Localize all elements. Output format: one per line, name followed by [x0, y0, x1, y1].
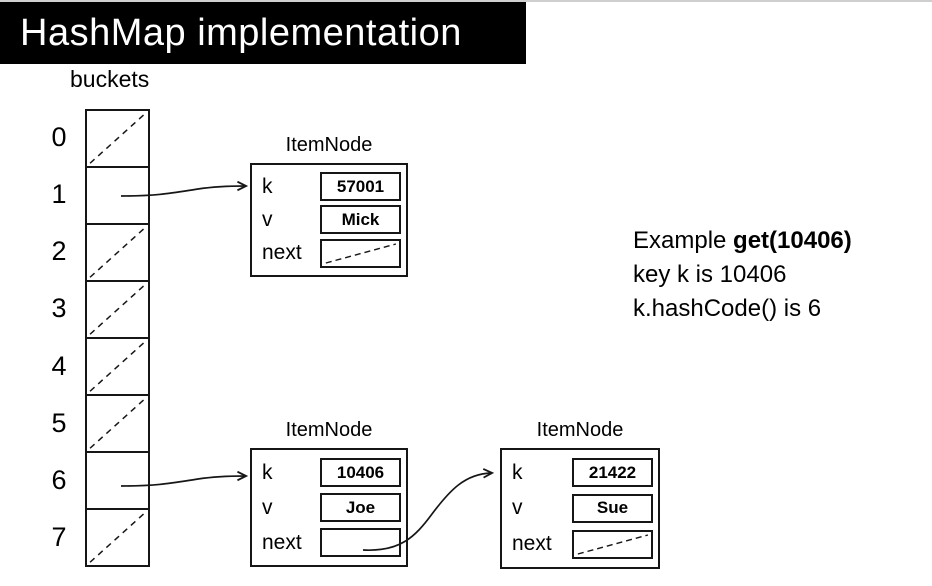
itemnode-2: ItemNode k 21422 v Sue next [500, 419, 660, 569]
itemnode-2-next-label: next [512, 532, 552, 556]
null-diagonal-icon [577, 533, 649, 555]
example-line1-call: get(10406) [733, 227, 852, 254]
itemnode-0-next-row: next [262, 238, 401, 268]
itemnode-1: ItemNode k 10406 v Joe next [250, 419, 408, 567]
itemnode-1-box: k 10406 v Joe next [250, 448, 408, 567]
example-line-1: Example get(10406) [633, 224, 852, 258]
itemnode-1-next-label: next [262, 530, 302, 554]
itemnode-2-k-value: 21422 [588, 462, 637, 482]
itemnode-1-title: ItemNode [285, 419, 373, 441]
itemnode-1-k-box: 10406 [320, 458, 401, 487]
example-line1-prefix: Example [633, 227, 734, 254]
itemnode-1-v-label: v [262, 495, 273, 519]
itemnode-2-v-label: v [512, 496, 523, 520]
itemnode-1-v-box: Joe [320, 493, 401, 522]
itemnode-2-v-box: Sue [572, 493, 653, 523]
bucket-array [85, 109, 150, 567]
itemnode-0-next-label: next [262, 241, 302, 265]
bucket-cell-0 [87, 111, 148, 168]
bucket-cell-4 [87, 339, 148, 396]
itemnode-0-v-box: Mick [320, 205, 401, 235]
itemnode-2-title: ItemNode [536, 419, 624, 441]
itemnode-2-k-box: 21422 [572, 458, 653, 488]
bucket-index-0: 0 [51, 122, 67, 152]
null-diagonal-icon [89, 398, 146, 449]
bucket-cell-6 [87, 453, 148, 510]
itemnode-2-k-label: k [512, 460, 523, 484]
itemnode-0: ItemNode k 57001 v Mick next [250, 134, 408, 277]
itemnode-2-next-box [572, 529, 653, 559]
null-diagonal-icon [89, 341, 146, 392]
itemnode-2-v-value: Sue [596, 498, 629, 518]
itemnode-1-k-row: k 10406 [262, 458, 401, 487]
buckets-label: buckets [70, 66, 150, 92]
itemnode-1-v-value: Joe [345, 497, 376, 517]
bucket-index-7: 7 [51, 522, 67, 552]
example-text: Example get(10406) key k is 10406 k.hash… [633, 224, 852, 326]
itemnode-0-k-row: k 57001 [262, 172, 401, 202]
itemnode-0-box: k 57001 v Mick next [250, 163, 408, 277]
itemnode-1-v-row: v Joe [262, 493, 401, 522]
bucket-index-2: 2 [51, 236, 67, 266]
bucket-cell-1 [87, 168, 148, 225]
example-line-2: key k is 10406 [633, 261, 787, 288]
null-diagonal-icon [89, 284, 146, 335]
itemnode-2-next-row: next [512, 529, 653, 559]
null-diagonal-icon [89, 227, 146, 278]
bucket-cell-3 [87, 282, 148, 339]
itemnode-2-k-row: k 21422 [512, 458, 653, 488]
null-diagonal-icon [325, 243, 397, 264]
bucket-cell-2 [87, 225, 148, 282]
null-diagonal-icon [89, 512, 146, 563]
example-line-3: k.hashCode() is 6 [633, 295, 822, 322]
itemnode-0-next-box [320, 238, 401, 268]
itemnode-0-v-value: Mick [341, 209, 380, 229]
itemnode-1-k-label: k [262, 460, 273, 484]
itemnode-2-box: k 21422 v Sue next [500, 448, 660, 569]
itemnode-0-k-box: 57001 [320, 172, 401, 202]
bucket-index-6: 6 [51, 465, 67, 495]
null-diagonal-icon [89, 113, 146, 164]
itemnode-1-next-row: next [262, 528, 401, 557]
itemnode-0-k-label: k [262, 174, 273, 198]
bucket-index-1: 1 [51, 179, 67, 209]
bucket-index-3: 3 [51, 293, 67, 323]
bucket-cell-7 [87, 510, 148, 565]
page-title: HashMap implementation [20, 11, 462, 54]
bucket-cell-5 [87, 396, 148, 453]
bucket-index-4: 4 [51, 351, 67, 381]
bucket-index-5: 5 [51, 408, 67, 438]
itemnode-1-next-box [320, 528, 401, 557]
itemnode-0-title: ItemNode [285, 134, 373, 156]
itemnode-0-k-value: 57001 [336, 176, 385, 196]
title-bar: HashMap implementation [0, 2, 526, 64]
itemnode-0-v-row: v Mick [262, 205, 401, 235]
itemnode-2-v-row: v Sue [512, 493, 653, 523]
itemnode-0-v-label: v [262, 207, 273, 231]
itemnode-1-k-value: 10406 [336, 462, 385, 482]
